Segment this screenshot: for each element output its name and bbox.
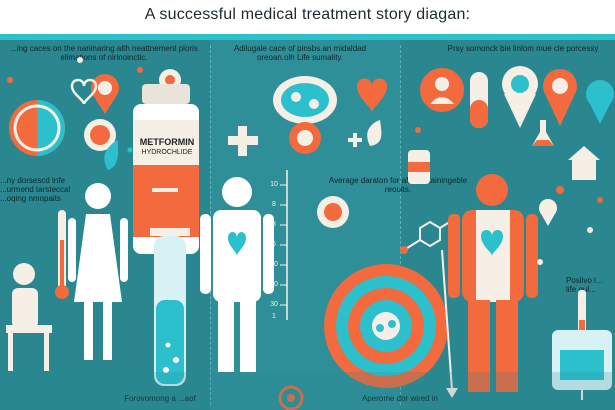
ruler-tick-label: 30 — [270, 301, 278, 308]
brain-cluster-icon — [273, 76, 337, 124]
capsule-icon — [470, 72, 488, 128]
pin-right-icon — [586, 80, 614, 124]
caption-bottom-left: Forovomong a ...aof — [124, 394, 196, 403]
target-rings-icon — [324, 249, 458, 398]
page-title: A successful medical treatment story dia… — [144, 6, 471, 23]
divider-right — [400, 45, 402, 405]
ruler-tick-label: 6 — [272, 241, 276, 248]
ruler-icon — [280, 170, 288, 320]
ruler-tick-label: 10 — [270, 181, 278, 188]
leaf-icon — [104, 140, 119, 170]
house-icon — [568, 146, 600, 180]
title-band — [0, 0, 615, 34]
thermometer-icon — [55, 210, 69, 299]
caption-top-right: Prsy somonck bie linlom mue cle porcessy — [447, 44, 599, 53]
caption-left-mid: ...ny dorsescd lnfe ...urmend tarsteccal… — [0, 176, 71, 203]
plus-small-icon — [348, 133, 362, 147]
bottle-label-line1: METFORMIN — [139, 137, 195, 147]
ruler-tick-label: 1 — [272, 313, 276, 320]
ruler-tick-label: 8 — [272, 201, 276, 208]
test-tube-icon — [150, 228, 190, 386]
orange-circle-icon — [289, 122, 321, 154]
heart-icon — [357, 78, 387, 112]
pin-small-icon — [539, 199, 557, 226]
cell-icon — [317, 196, 349, 228]
caption-top-middle: Adilugale cace of pinsbs.an midaldad ore… — [233, 44, 367, 62]
ruler-tick-label: 20 — [270, 281, 278, 288]
brain-bulb-icon — [9, 100, 65, 156]
iv-stand-icon — [552, 330, 612, 390]
heart-outline-icon — [70, 78, 98, 105]
flask-icon — [532, 120, 554, 146]
female-figure-icon — [68, 183, 128, 360]
heart-ring-icon — [278, 385, 304, 410]
face-pin-icon — [543, 69, 577, 126]
bottle-small-icon — [408, 150, 430, 184]
ruler-tick-label: 8 — [272, 221, 276, 228]
person-badge-icon — [420, 68, 464, 112]
title-stripe — [0, 34, 615, 40]
caption-bottom-right: Posiivo l... life qul... — [566, 276, 603, 294]
caption-middle-right: Average daraton for afion retainingeble … — [328, 176, 468, 194]
seated-person-icon — [6, 263, 52, 371]
bottle-label-line2: HYDROCHLIDE — [141, 149, 193, 156]
medicine-bottle-icon — [133, 84, 199, 254]
face-icon — [84, 119, 116, 151]
ruler-tick-label: 10 — [270, 261, 278, 268]
plus-icon — [228, 126, 258, 156]
patient-figure-icon — [448, 174, 538, 392]
dots-right-decoration — [415, 127, 603, 265]
heart-pin-icon — [91, 74, 119, 114]
caption-bottom-middle: Aperome dor wired in — [361, 394, 439, 403]
male-figure-icon — [200, 177, 274, 372]
drop-pin-icon — [502, 66, 538, 128]
leaf-small-icon — [367, 120, 382, 146]
caption-top-left: ...ing caces on the naninaring alth neat… — [10, 44, 198, 62]
